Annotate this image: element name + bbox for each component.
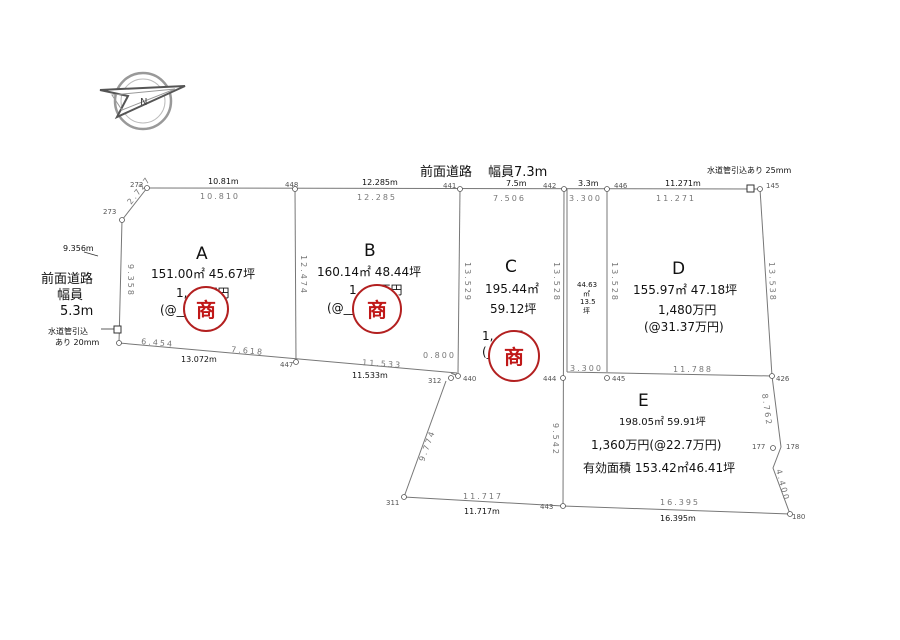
- lot-e-price: 1,360万円(@22.7万円): [591, 438, 721, 452]
- svg-text:145: 145: [766, 182, 779, 190]
- stamp-b: 商: [367, 298, 387, 322]
- lot-d-price: 1,480万円: [658, 303, 716, 317]
- left-road-title: 前面道路: [41, 271, 93, 287]
- svg-text:4.400: 4.400: [774, 468, 791, 502]
- lot-a: A 151.00㎡ 45.67坪 1,___万円 (@___万円) 商: [151, 244, 255, 332]
- survey-dimensions: 10.810 12.285 7.506 3.300 11.271 2.727 9…: [125, 175, 791, 507]
- lot-e: E 198.05㎡ 59.91坪 1,360万円(@22.7万円) 有効面積 1…: [583, 391, 735, 475]
- lot-b: B 160.14㎡ 48.44坪 1,___万円 (@___万円) 商: [317, 241, 421, 334]
- svg-text:13.529: 13.529: [463, 262, 472, 302]
- lot-e-effective-area: 有効面積 153.42㎡46.41坪: [583, 460, 735, 475]
- lot-d-name: D: [672, 259, 685, 279]
- svg-text:7.618: 7.618: [231, 345, 265, 357]
- left-road-width: 5.3m: [60, 304, 93, 319]
- water-meter-icon: [746, 184, 755, 193]
- svg-text:180: 180: [792, 513, 805, 521]
- parcel-lines: [118, 187, 791, 515]
- svg-text:311: 311: [386, 499, 399, 507]
- svg-text:446: 446: [614, 182, 628, 190]
- lot-d-unit-price: (@31.37万円): [644, 320, 724, 334]
- dim-top-b: 12.285m: [362, 178, 398, 187]
- dim-bottom-a: 13.072m: [181, 355, 217, 364]
- svg-text:178: 178: [786, 443, 799, 451]
- svg-text:6.454: 6.454: [141, 337, 175, 349]
- lot-c-name: C: [505, 257, 517, 277]
- svg-text:13.538: 13.538: [767, 262, 777, 302]
- lot-d-area: 155.97㎡ 47.18坪: [633, 283, 737, 297]
- svg-text:44.63: 44.63: [577, 281, 597, 289]
- svg-text:11.788: 11.788: [673, 365, 713, 374]
- lot-a-area: 151.00㎡ 45.67坪: [151, 267, 255, 281]
- lot-c-area-m2: 195.44㎡: [485, 282, 539, 296]
- svg-text:9.358: 9.358: [126, 264, 135, 297]
- dim-top-c: 7.5m: [506, 179, 527, 188]
- dim-bottom-e-right: 16.395m: [660, 514, 696, 523]
- lot-c-area-tsubo: 59.12坪: [490, 302, 536, 316]
- strip-lot: 44.63 ㎡ 13.5 坪: [577, 281, 597, 315]
- svg-text:2.727: 2.727: [125, 175, 152, 206]
- lot-b-area: 160.14㎡ 48.44坪: [317, 265, 421, 279]
- svg-text:7.506: 7.506: [493, 194, 526, 203]
- front-road-width: 幅員7.3m: [488, 165, 547, 180]
- left-road-width-label: 幅員: [57, 288, 83, 303]
- svg-text:11.271: 11.271: [656, 194, 696, 203]
- svg-text:273: 273: [103, 208, 116, 216]
- svg-text:N: N: [140, 97, 147, 108]
- svg-text:11.717: 11.717: [463, 492, 503, 501]
- svg-text:9.542: 9.542: [551, 423, 560, 456]
- svg-text:㎡: ㎡: [583, 290, 590, 298]
- stamp-c: 商: [504, 345, 524, 369]
- dim-top-strip: 3.3m: [578, 179, 599, 188]
- svg-text:12.285: 12.285: [357, 193, 397, 202]
- svg-text:426: 426: [776, 375, 790, 383]
- svg-text:13.528: 13.528: [552, 262, 561, 302]
- svg-text:444: 444: [543, 375, 557, 383]
- dim-top-a: 10.81m: [208, 177, 239, 186]
- dim-bottom-b: 11.533m: [352, 371, 388, 380]
- svg-text:13.5: 13.5: [580, 298, 596, 306]
- svg-text:9.774: 9.774: [417, 429, 437, 463]
- vertex-markers: [83, 184, 793, 517]
- compass-icon: N: [99, 71, 186, 131]
- svg-text:442: 442: [543, 182, 556, 190]
- svg-text:3.300: 3.300: [570, 364, 603, 373]
- water-pipe-note-left-1: 水道管引込: [48, 326, 88, 336]
- water-pipe-note-right: 水道管引込あり 25mm: [707, 165, 792, 175]
- svg-text:0.800: 0.800: [423, 351, 456, 360]
- water-pipe-note-left-2: あり 20mm: [55, 338, 100, 347]
- lot-b-name: B: [364, 241, 376, 261]
- svg-text:441: 441: [443, 182, 456, 190]
- lot-d: D 155.97㎡ 47.18坪 1,480万円 (@31.37万円): [633, 259, 737, 334]
- lot-e-area: 198.05㎡ 59.91坪: [619, 415, 706, 428]
- svg-text:12.474: 12.474: [299, 255, 308, 295]
- svg-text:16.395: 16.395: [660, 498, 700, 507]
- svg-text:312: 312: [428, 377, 441, 385]
- svg-text:440: 440: [463, 375, 476, 383]
- svg-text:11.533: 11.533: [362, 358, 403, 370]
- svg-text:447: 447: [280, 361, 293, 369]
- dim-left: 9.356m: [63, 244, 94, 253]
- svg-text:177: 177: [752, 443, 765, 451]
- dim-top-d: 11.271m: [665, 179, 701, 188]
- lot-c: C 195.44㎡ 59.12坪 1,___円 (___) 商: [482, 257, 540, 382]
- front-road-title: 前面道路: [420, 164, 472, 180]
- water-meter-icon: [113, 325, 122, 334]
- svg-text:8.762: 8.762: [760, 393, 773, 427]
- svg-text:443: 443: [540, 503, 553, 511]
- svg-text:10.810: 10.810: [200, 192, 240, 201]
- svg-text:13.528: 13.528: [610, 262, 619, 302]
- lot-e-name: E: [638, 391, 649, 411]
- svg-text:3.300: 3.300: [569, 194, 602, 203]
- svg-text:448: 448: [285, 181, 298, 189]
- svg-text:坪: 坪: [583, 307, 590, 315]
- svg-text:272: 272: [130, 181, 143, 189]
- lot-a-name: A: [196, 244, 208, 264]
- stamp-a: 商: [196, 298, 216, 322]
- dim-bottom-e-left: 11.717m: [464, 507, 500, 516]
- point-numbers: 272 273 448 441 442 446 145 447 312 440 …: [103, 181, 805, 521]
- svg-text:445: 445: [612, 375, 625, 383]
